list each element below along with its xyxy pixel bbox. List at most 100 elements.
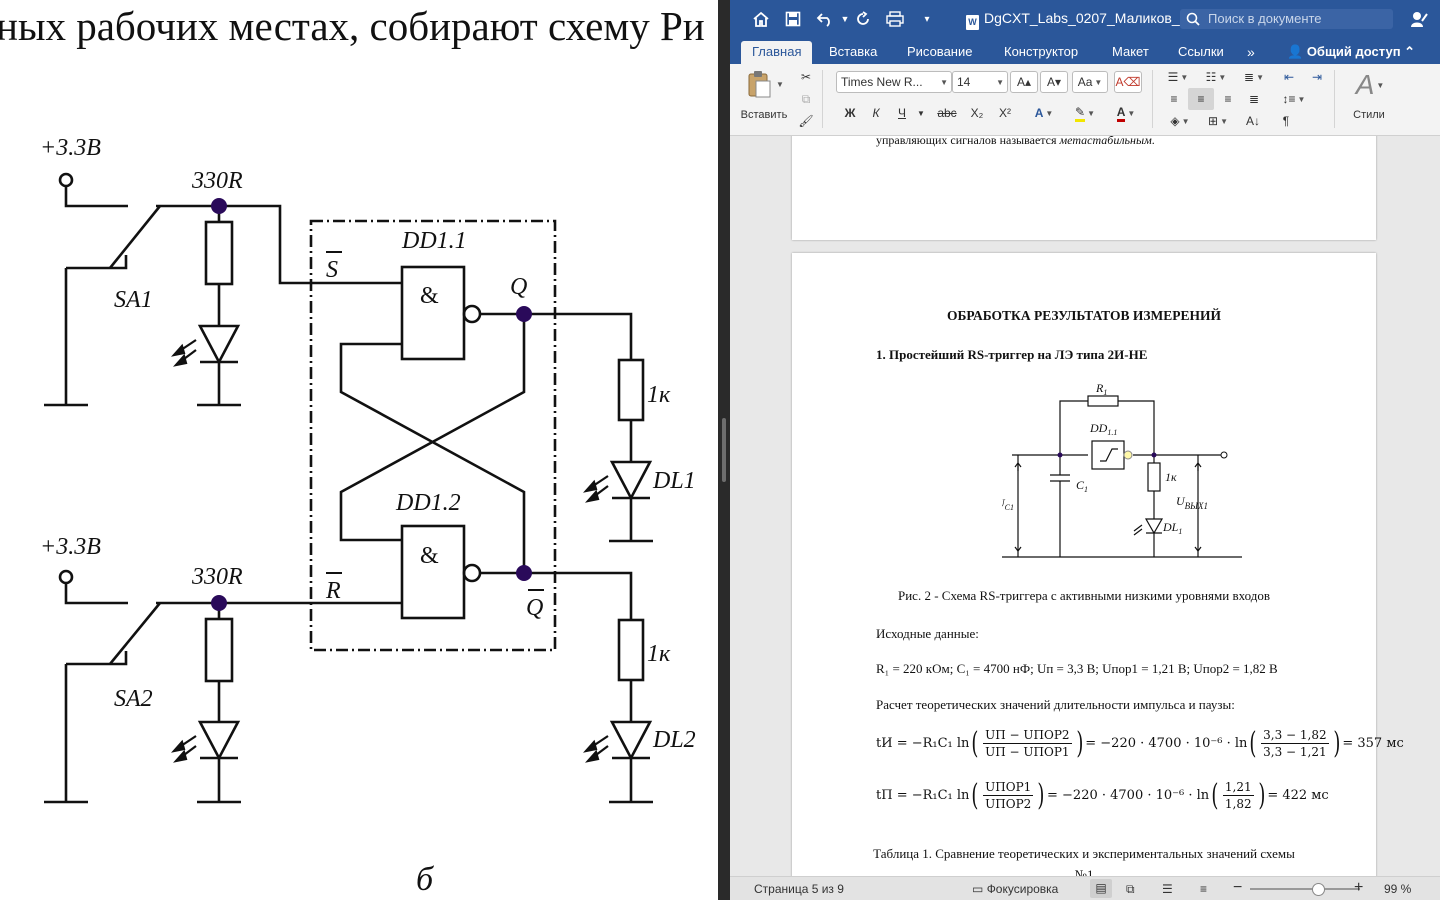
account-icon[interactable] xyxy=(1408,8,1430,30)
align-left-icon[interactable]: ≡ xyxy=(1170,92,1178,106)
focus-icon: ▭ xyxy=(972,882,984,896)
zoom-out-icon[interactable]: − xyxy=(1233,879,1243,896)
search-placeholder: Поиск в документе xyxy=(1208,11,1322,26)
multilevel-list-icon[interactable]: ≣▼ xyxy=(1244,70,1264,84)
subscript-button[interactable]: X₂ xyxy=(970,106,984,120)
undo-icon[interactable] xyxy=(814,8,836,30)
print-icon[interactable] xyxy=(884,8,906,30)
tab-insert[interactable]: Вставка xyxy=(829,44,878,59)
tab-design[interactable]: Конструктор xyxy=(1004,44,1079,59)
cut-icon[interactable]: ✂ xyxy=(800,70,812,84)
justify-icon[interactable]: ≣ xyxy=(1248,92,1260,106)
strikethrough-button[interactable]: abc xyxy=(937,106,957,120)
vcc-label-top: +3.3В xyxy=(40,135,101,161)
font-size-select[interactable]: 14▼ xyxy=(952,71,1008,93)
collapse-ribbon-icon: ⌃ xyxy=(1404,44,1416,59)
tab-home[interactable]: Главная xyxy=(741,41,813,64)
share-button[interactable]: 👤 Общий доступ ⌃ xyxy=(1276,41,1426,64)
tab-draw[interactable]: Рисование xyxy=(907,44,973,59)
zoom-level[interactable]: 99 % xyxy=(1384,882,1412,896)
font-name-select[interactable]: Times New R...▼ xyxy=(836,71,952,93)
split-view-divider[interactable] xyxy=(718,0,730,900)
print-layout-icon[interactable]: ▤ xyxy=(1090,879,1112,898)
home-icon[interactable] xyxy=(750,8,772,30)
paste-dropdown-icon[interactable]: ▼ xyxy=(776,79,784,89)
divider-grip[interactable] xyxy=(722,418,726,482)
bold-button[interactable]: Ж xyxy=(844,106,856,120)
resistor-label-bottom: 330R xyxy=(191,564,243,590)
tab-references[interactable]: Ссылки xyxy=(1178,44,1224,59)
font-color-icon[interactable]: A▼ xyxy=(1108,102,1144,124)
draft-view-icon[interactable]: ≡ xyxy=(1200,882,1208,896)
bullets-icon[interactable]: ☰▼ xyxy=(1167,70,1189,84)
word-doc-icon: W xyxy=(966,15,979,30)
shrink-font-icon[interactable]: A▾ xyxy=(1040,71,1068,93)
search-box[interactable]: Поиск в документе xyxy=(1180,9,1393,29)
resistor-label-top: 330R xyxy=(191,168,243,194)
change-case-icon[interactable]: Aa▼ xyxy=(1072,71,1108,93)
led-label-dl1: DL1 xyxy=(652,468,696,494)
paste-button[interactable]: ▼ xyxy=(742,68,786,100)
save-icon[interactable] xyxy=(782,8,804,30)
page-4: управляющих сигналов называется метастаб… xyxy=(792,136,1376,240)
increase-indent-icon[interactable]: ⇥ xyxy=(1311,70,1323,84)
line-spacing-icon[interactable]: ↕≡▼ xyxy=(1282,92,1306,106)
calculation-label: Расчет теоретических значений длительнос… xyxy=(876,697,1235,712)
status-bar: Страница 5 из 9 ▭ Фокусировка ▤ ⧉ ☰ ≡ − … xyxy=(730,876,1440,900)
clear-formatting-icon[interactable]: A⌫ xyxy=(1114,71,1142,93)
borders-icon[interactable]: ⊞▼ xyxy=(1208,114,1228,128)
focus-mode-button[interactable]: ▭ Фокусировка xyxy=(972,882,1058,896)
zoom-slider-track[interactable] xyxy=(1250,888,1360,890)
grow-font-icon[interactable]: A▴ xyxy=(1010,71,1038,93)
page-count[interactable]: Страница 5 из 9 xyxy=(754,882,844,896)
shading-icon[interactable]: ◈▼ xyxy=(1170,114,1190,128)
section-title: 1. Простейший RS-триггер на ЛЭ типа 2И-Н… xyxy=(876,347,1148,362)
styles-icon[interactable]: A▼ xyxy=(1355,69,1385,100)
zoom-in-icon[interactable]: + xyxy=(1354,879,1364,896)
more-tabs-icon[interactable]: » xyxy=(1247,44,1255,60)
show-formatting-icon[interactable]: ¶ xyxy=(1282,114,1290,128)
rs-trigger-circuit-diagram: +3.3В 330R SA1 DD1.1 S & Q 1к DL1 +3.3В … xyxy=(40,135,696,898)
customize-toolbar-icon[interactable]: ▾ xyxy=(924,13,930,25)
sort-icon[interactable]: A↓ xyxy=(1245,114,1260,128)
resistor-label-1k-bottom: 1к xyxy=(647,641,671,667)
align-center-icon[interactable]: ≡ xyxy=(1188,88,1214,110)
highlight-icon[interactable]: ✎▼ xyxy=(1064,102,1106,124)
numbering-icon[interactable]: ☷▼ xyxy=(1205,70,1227,84)
given-data-values: R₁ = 220 кОм; C₁ = 4700 нФ; Uп = 3,3 В; … xyxy=(876,661,1278,676)
clipboard-icon xyxy=(748,71,771,98)
outline-view-icon[interactable]: ☰ xyxy=(1162,882,1173,896)
font-name-value: Times New R... xyxy=(841,75,923,89)
underline-button[interactable]: Ч xyxy=(898,106,906,120)
gate-label-dd11: DD1.1 xyxy=(401,228,467,254)
web-layout-icon[interactable]: ⧉ xyxy=(1126,882,1135,896)
undo-dropdown-icon[interactable]: ▼ xyxy=(840,14,850,24)
underline-dropdown-icon[interactable]: ▼ xyxy=(917,108,925,118)
align-right-icon[interactable]: ≡ xyxy=(1224,92,1232,106)
format-painter-icon[interactable]: 🖌 xyxy=(798,114,814,128)
left-document-view: ных рабочих местах, собирают схему Ри xyxy=(0,0,718,900)
font-size-value: 14 xyxy=(957,75,971,89)
copy-icon[interactable]: ⧉ xyxy=(801,91,811,106)
decrease-indent-icon[interactable]: ⇤ xyxy=(1283,70,1295,84)
search-icon xyxy=(1186,12,1200,26)
focus-label: Фокусировка xyxy=(986,882,1059,896)
svg-text:1к: 1к xyxy=(1165,470,1177,484)
italic-button[interactable]: К xyxy=(872,106,880,120)
redo-icon[interactable] xyxy=(852,8,874,30)
vcc-label-bottom: +3.3В xyxy=(40,534,101,560)
rs-schematic-small: R1 DD1.1 C1 1к UC1 UВЫХ1 DL1 xyxy=(1002,381,1242,558)
table-caption-continued: №1 xyxy=(1074,867,1094,876)
styles-label[interactable]: Стили xyxy=(1353,109,1385,121)
document-name: DgCXT_Labs_0207_Маликов_2 xyxy=(984,10,1188,26)
svg-text:UC1: UC1 xyxy=(1002,496,1014,512)
page-5: ОБРАБОТКА РЕЗУЛЬТАТОВ ИЗМЕРЕНИЙ 1. Прост… xyxy=(792,253,1404,876)
svg-text:C1: C1 xyxy=(1076,478,1088,494)
q-label: Q xyxy=(510,274,527,300)
tab-layout[interactable]: Макет xyxy=(1112,44,1149,59)
zoom-slider-thumb[interactable] xyxy=(1312,883,1326,896)
text-effects-icon[interactable]: A▼ xyxy=(1034,106,1054,120)
superscript-button[interactable]: X² xyxy=(999,106,1011,120)
